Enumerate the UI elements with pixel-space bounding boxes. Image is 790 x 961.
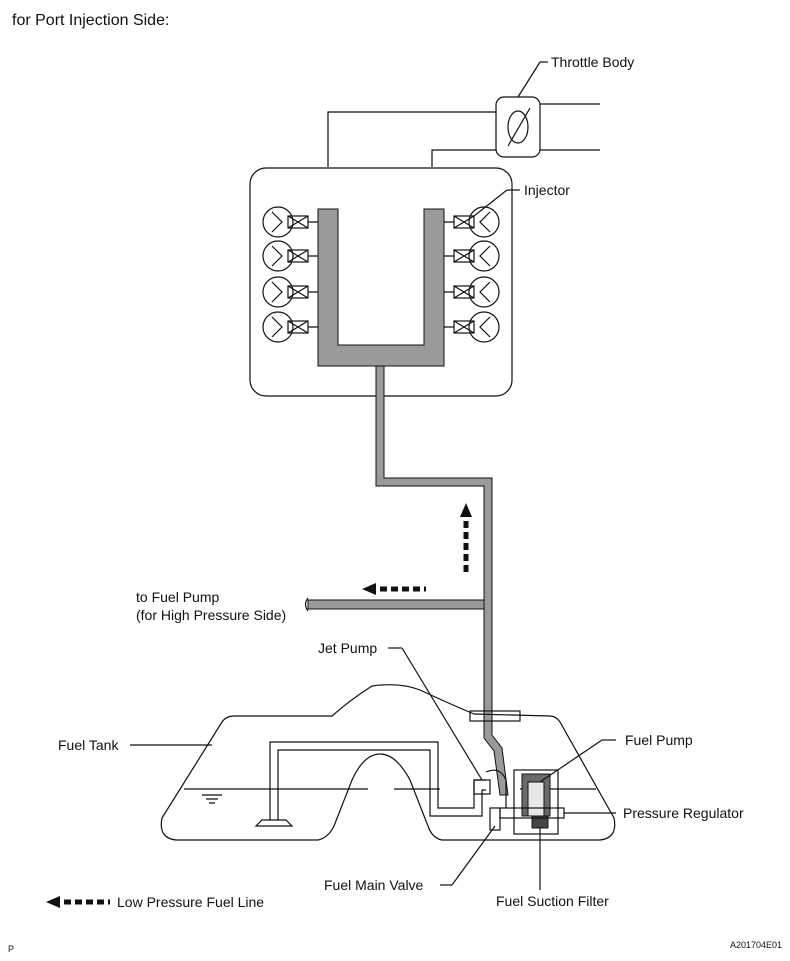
injector-label: Injector <box>524 182 570 198</box>
branch-end-cap <box>304 597 309 612</box>
fuel-pump-core <box>527 781 545 817</box>
jet-pump-label: Jet Pump <box>318 640 377 656</box>
fuel-main-valve-leader <box>451 825 496 886</box>
figure-code: A201704E01 <box>730 940 782 950</box>
throttle-body-label: Throttle Body <box>551 54 634 70</box>
fuel-main-valve-label: Fuel Main Valve <box>324 877 424 893</box>
to-fuel-pump-sublabel: (for High Pressure Side) <box>136 607 286 623</box>
fuel-level-symbol <box>202 794 222 804</box>
injector-leader <box>473 189 508 217</box>
fuel-tank-label: Fuel Tank <box>58 737 119 753</box>
fuel-pump-label: Fuel Pump <box>625 732 693 748</box>
intake-ducts <box>327 103 600 167</box>
jet-pump-leader <box>401 647 483 781</box>
throttle-body-leader <box>517 61 541 98</box>
to-fuel-pump-label: to Fuel Pump <box>136 589 219 605</box>
legend-low-pressure-arrow <box>46 896 110 908</box>
throttle-body <box>495 96 541 158</box>
pressure-regulator-label: Pressure Regulator <box>623 805 744 821</box>
flow-arrow-up <box>460 503 472 572</box>
legend-low-pressure-label: Low Pressure Fuel Line <box>117 894 264 910</box>
branch-to-high-pressure-pump <box>307 599 485 610</box>
fuel-tank <box>160 684 616 841</box>
fuel-suction-filter-label: Fuel Suction Filter <box>496 893 609 909</box>
fuel-main-valve <box>489 807 501 831</box>
jet-pump-suction-pipe <box>254 741 486 827</box>
tank-cap <box>469 710 521 722</box>
pump-module <box>513 769 559 835</box>
fuel-pump-leader <box>539 739 603 783</box>
page-title: for Port Injection Side: <box>12 12 169 29</box>
left-injector-bank <box>262 206 318 343</box>
right-injector-bank <box>444 206 500 343</box>
footer-mark: P <box>8 944 14 954</box>
low-pressure-fuel-line <box>375 365 509 796</box>
fuel-rail <box>317 208 445 367</box>
flow-arrow-left <box>362 583 426 595</box>
